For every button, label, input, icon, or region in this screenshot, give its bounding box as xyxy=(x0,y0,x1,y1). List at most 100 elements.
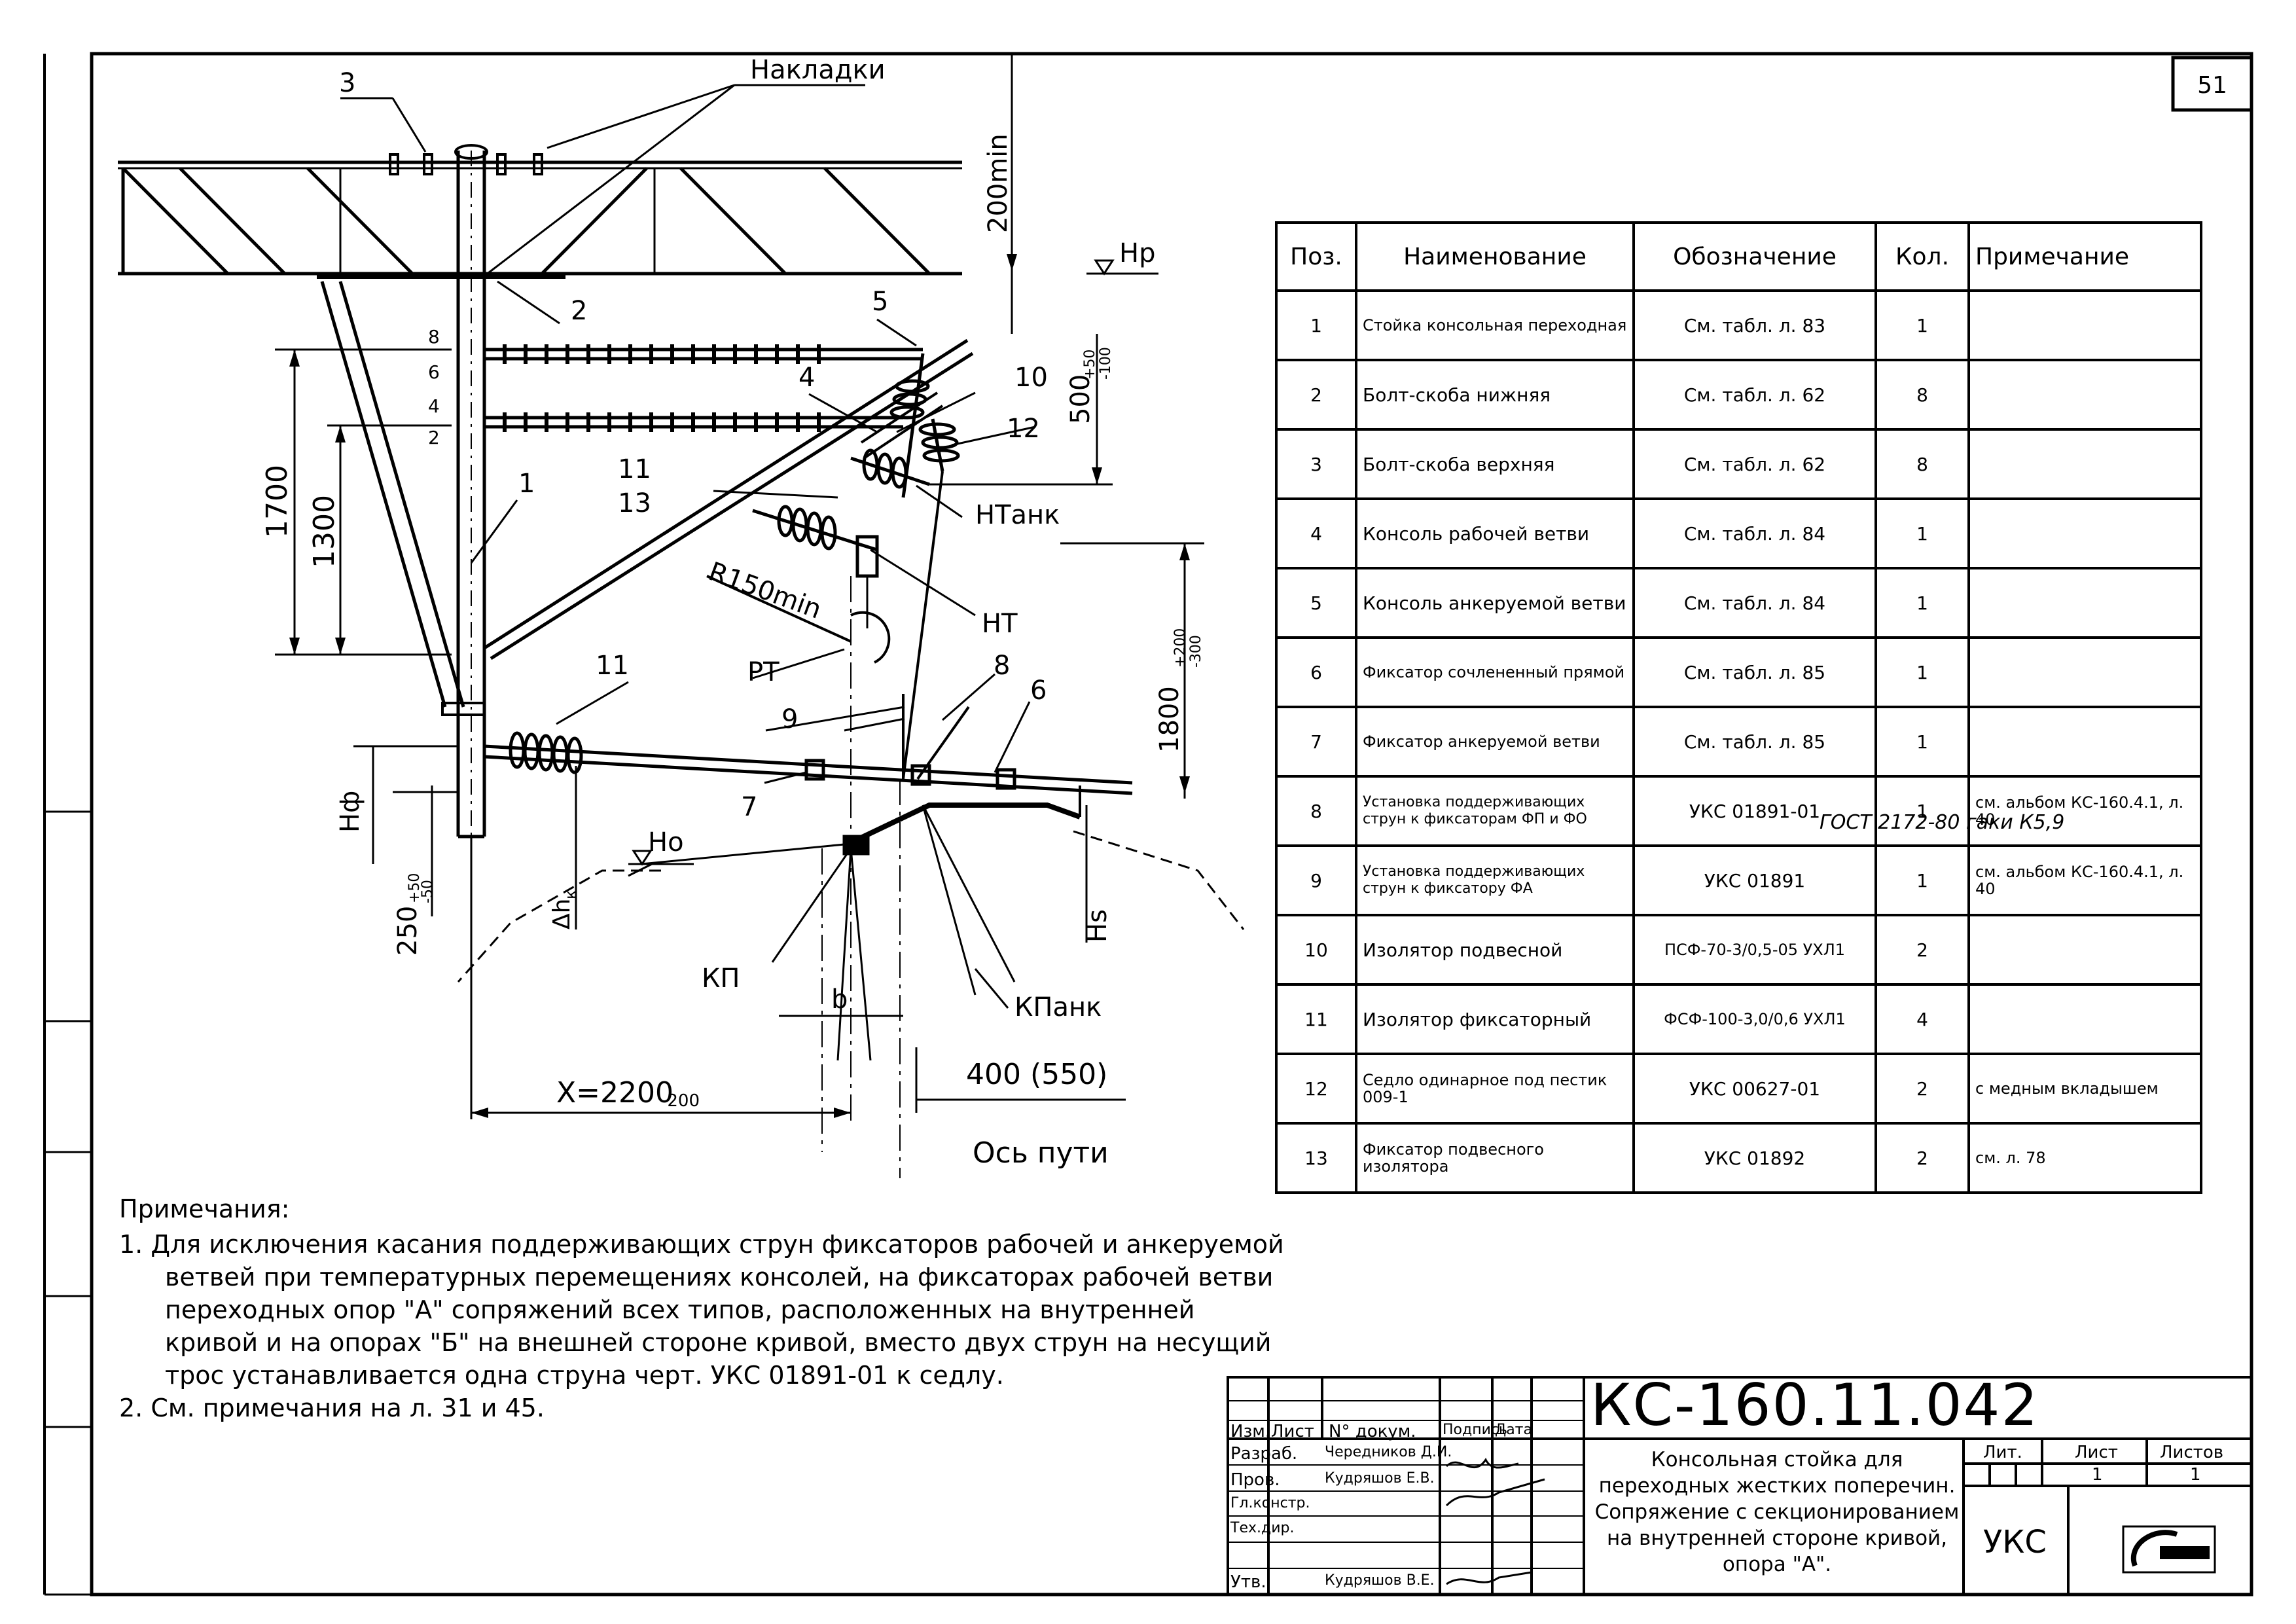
pos-label-1: 1 xyxy=(518,469,535,499)
os-puti-label: Ось пути xyxy=(973,1136,1109,1170)
tb-header-sign: Подпись xyxy=(1443,1422,1507,1438)
dimension-ticks xyxy=(289,254,1190,1118)
pos-label-3: 3 xyxy=(339,68,355,98)
pos-label-8: 8 xyxy=(994,651,1010,681)
pos-label-10: 10 xyxy=(1014,363,1048,393)
delta-hk-label: Δh xyxy=(548,899,575,929)
pos-label-13: 13 xyxy=(618,488,651,518)
kpank-label: КПанк xyxy=(1014,992,1102,1022)
pos-label-11b: 11 xyxy=(596,651,629,681)
notes-title: Примечания: xyxy=(119,1195,290,1223)
radius-marker xyxy=(706,575,891,664)
lower-plate xyxy=(317,272,565,279)
pt-label: РТ xyxy=(747,657,780,687)
table-row: 2 Болт-скоба нижняя См. табл. л. 62 8 xyxy=(1275,359,2202,431)
dim-250-tol-bot: -50 xyxy=(420,880,436,903)
tb-sheet-value: 1 xyxy=(2092,1465,2103,1485)
fixator-insulators xyxy=(752,448,930,628)
tb-header-list: Лист xyxy=(1271,1422,1314,1441)
notes-line: 1. Для исключения касания поддерживающих… xyxy=(119,1230,1284,1259)
dim-1700: 1700 xyxy=(260,465,294,538)
notes-line: кривой и на опорах "Б" на внешней сторон… xyxy=(165,1328,1272,1357)
pos-label-11a: 11 xyxy=(618,454,651,484)
table-row: 9 Установка поддерживающих струн к фикса… xyxy=(1275,844,2202,916)
tb-role: Тех.дир. xyxy=(1230,1520,1295,1536)
tb-person: Кудряшов В.Е. xyxy=(1325,1572,1435,1589)
drawing-title: Консольная стойка для переходных жестких… xyxy=(1594,1448,1960,1576)
specification-table: Поз. Наименование Обозначение Кол. Приме… xyxy=(1275,221,2202,1194)
pole-height-marks: 8 6 4 2 xyxy=(428,326,440,448)
svg-text:4: 4 xyxy=(428,395,440,417)
table-header-row: Поз. Наименование Обозначение Кол. Приме… xyxy=(1275,221,2202,292)
svg-text:2: 2 xyxy=(428,427,440,448)
dim-250: 250 xyxy=(393,906,423,956)
col-note: Примечание xyxy=(1967,221,2202,292)
r150-label: R150min xyxy=(705,556,825,625)
svg-text:8: 8 xyxy=(428,326,440,348)
hs-label: Hs xyxy=(1083,909,1113,943)
tb-sheet-label: Лист xyxy=(2075,1443,2118,1462)
dim-500: 500 xyxy=(1066,374,1096,424)
suspension-insulators xyxy=(889,353,960,780)
leader-lines xyxy=(340,84,1036,1009)
drawing-code: КС-160.11.042 xyxy=(1590,1371,2039,1439)
dim-250-tol-top: +50 xyxy=(406,873,423,903)
organization-logo xyxy=(2122,1525,2216,1574)
dimension-lines xyxy=(275,52,1204,1119)
h-tank-label: НТанк xyxy=(975,500,1060,530)
tb-lit-label: Лит. xyxy=(1983,1443,2022,1462)
table-row: 1 Стойка консольная переходная См. табл.… xyxy=(1275,289,2202,361)
ht-label: НТ xyxy=(982,609,1018,639)
pos-label-7: 7 xyxy=(741,792,757,822)
hf-label: Нф xyxy=(335,791,365,833)
dim-x-sub: -200 xyxy=(661,1091,700,1111)
tb-role: Утв. xyxy=(1230,1572,1266,1592)
tb-role: Гл.констр. xyxy=(1230,1495,1310,1511)
tb-header-date: Дата xyxy=(1495,1422,1532,1438)
tb-header-izm: Изм. xyxy=(1230,1422,1271,1441)
dim-400: 400 (550) xyxy=(966,1058,1107,1091)
pos-label-12: 12 xyxy=(1007,414,1040,444)
upper-bolt-clamps xyxy=(389,144,543,175)
kp-label: КП xyxy=(702,964,740,994)
pos-label-9: 9 xyxy=(781,704,798,734)
notes-line: 2. См. примечания на л. 31 и 45. xyxy=(119,1394,545,1422)
table-row: 4 Консоль рабочей ветви См. табл. л. 84 … xyxy=(1275,497,2202,569)
table-row: 10 Изолятор подвесной ПСФ-70-3/0,5-05 УХ… xyxy=(1275,914,2202,986)
sheet-frame xyxy=(43,52,2253,1597)
axis-lines xyxy=(821,576,901,1178)
notes-line: трос устанавливается одна струна черт. У… xyxy=(165,1361,1004,1390)
col-name: Наименование xyxy=(1355,221,1635,292)
signatures xyxy=(1445,1458,1545,1585)
pos-label-2: 2 xyxy=(571,296,587,326)
table-row: 6 Фиксатор сочлененный прямой См. табл. … xyxy=(1275,636,2202,708)
tb-org: УКС xyxy=(1983,1524,2047,1561)
console-pole xyxy=(456,151,486,839)
notes-line: переходных опор "А" сопряжений всех типо… xyxy=(165,1295,1195,1324)
position-labels: 3 2 5 4 10 12 11 13 1 11 8 6 9 7 xyxy=(339,68,1048,822)
dim-200min: 200min xyxy=(983,134,1013,233)
dim-500-tol-top: +50 xyxy=(1082,350,1098,380)
title-block-grid xyxy=(1227,1376,2253,1596)
truss-crossbeam xyxy=(118,160,962,276)
table-row: 13 Фиксатор подвесного изолятора УКС 018… xyxy=(1275,1122,2202,1194)
ho-label: Но xyxy=(648,827,684,857)
lower-fixator xyxy=(484,694,1133,856)
table-row: 11 Изолятор фиксаторный ФСФ-100-3,0/0,6 … xyxy=(1275,983,2202,1055)
dim-1800-tol-top: +200 xyxy=(1172,628,1189,668)
tb-person: Чередников Д.И. xyxy=(1325,1444,1452,1460)
delta-hk-sub: к xyxy=(562,890,580,900)
table-row: 3 Болт-скоба верхняя См. табл. л. 62 8 xyxy=(1275,428,2202,500)
tb-header-doc: N° докум. xyxy=(1329,1422,1416,1441)
sheet-number: 51 xyxy=(2197,72,2227,99)
table-row: 8 Установка поддерживающих струн к фикса… xyxy=(1275,775,2202,847)
pole-strut xyxy=(320,281,486,716)
table-row: 7 Фиксатор анкеруемой ветви См. табл. л.… xyxy=(1275,706,2202,778)
col-pos: Поз. xyxy=(1275,221,1357,292)
dim-1300: 1300 xyxy=(308,495,341,568)
pos-label-5: 5 xyxy=(872,287,888,317)
tb-person: Кудряшов Е.В. xyxy=(1325,1470,1435,1487)
pos-label-6: 6 xyxy=(1030,676,1047,706)
dim-x: X=2200 xyxy=(556,1076,673,1110)
